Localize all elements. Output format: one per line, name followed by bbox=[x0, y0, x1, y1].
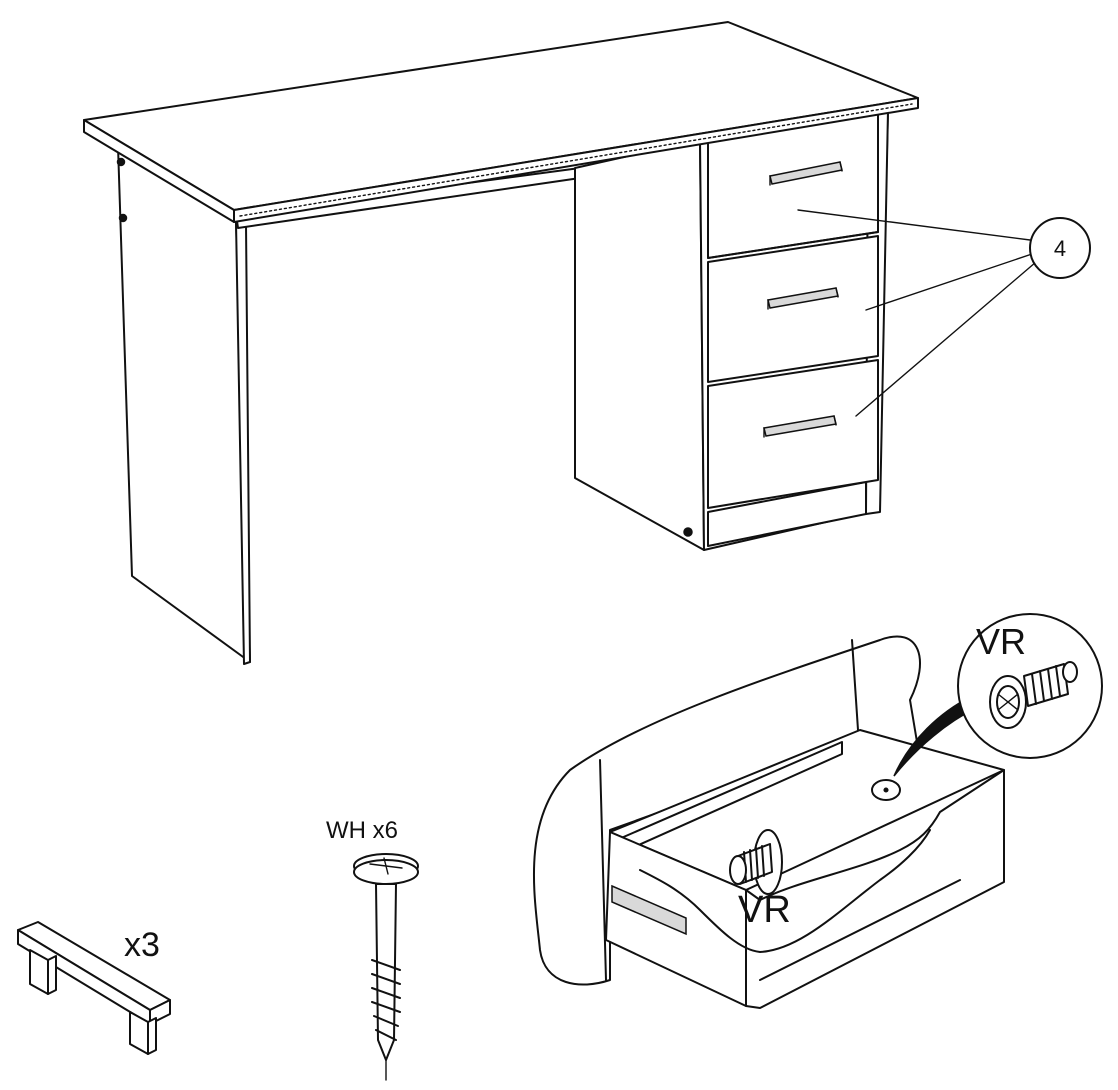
callout-circle bbox=[1029, 217, 1091, 279]
leader-line-middle-drawer bbox=[865, 253, 1033, 311]
drawer-detail: VR VR bbox=[533, 613, 1103, 1009]
cam-bolt bbox=[729, 829, 783, 895]
detail-cutout bbox=[533, 635, 921, 986]
handle-part: x3 bbox=[17, 921, 171, 1055]
leader-line-bottom-drawer bbox=[855, 261, 1037, 417]
zoom-label: VR bbox=[976, 621, 1026, 662]
screw-part: WH x6 bbox=[326, 817, 419, 1081]
zoom-circle: VR bbox=[957, 613, 1103, 759]
callout-number: 4 bbox=[1054, 236, 1066, 261]
desk bbox=[83, 21, 919, 665]
drawer-front-panel bbox=[745, 769, 1005, 1009]
drawer-label: VR bbox=[738, 889, 791, 931]
desk-drawer-middle bbox=[707, 235, 879, 383]
screw-label: WH x6 bbox=[326, 817, 398, 844]
desk-drawer-top bbox=[707, 113, 879, 259]
desk-drawer-bottom bbox=[707, 359, 879, 509]
leader-line-top-drawer bbox=[797, 209, 1031, 241]
handle-quantity: x3 bbox=[124, 926, 160, 964]
drawer-runner bbox=[611, 884, 687, 936]
desk-left-leg bbox=[116, 145, 251, 665]
desk-top bbox=[83, 21, 919, 223]
part-callout: 4 bbox=[797, 209, 1091, 417]
